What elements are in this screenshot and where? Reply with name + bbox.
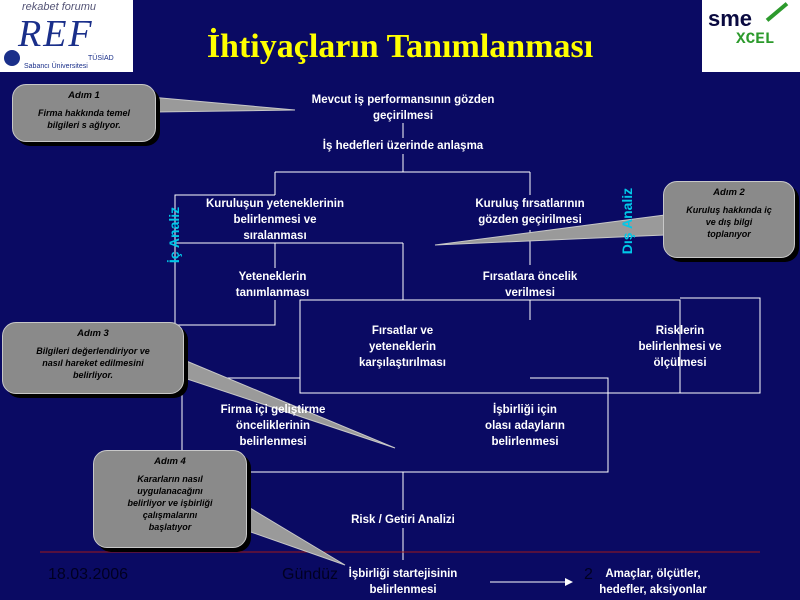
smexcel-logo-x-icon [765,2,789,22]
callout-step-1: Adım 1 Firma hakkında temel bilgileri s … [12,84,156,142]
callout-step-1-title: Adım 1 [68,90,100,101]
smexcel-logo: sme XCEL [702,0,800,72]
callout-step-3: Adım 3 Bilgileri değerlendiriyor ve nası… [2,322,184,394]
node-business-goals: İş hedefleri üzerinde anlaşma [322,140,484,152]
ref-logo: rekabet forumu REF TÜSİAD Sabancı Üniver… [0,0,133,72]
footer-author: Gündüz [282,566,339,583]
callout-step-2: Adım 2 Kuruluş hakkında iç ve dış bilgi … [663,181,795,258]
internal-analysis-label: İç Analiz [166,206,182,264]
ref-logo-tagline: rekabet forumu [22,1,96,13]
footer-page-number: 2 [584,566,593,583]
smexcel-logo-line1: sme [708,6,753,31]
ref-logo-sub1: TÜSİAD [88,55,114,62]
page-title: İhtiyaçların Tanımlanması [206,28,594,65]
callout-step-4: Adım 4 Kararların nasıl uygulanacağını b… [93,450,247,548]
ref-logo-name: REF [18,13,94,55]
footer-date: 18.03.2006 [48,566,129,583]
ref-logo-sub2: Sabancı Üniversitesi [24,63,88,70]
smexcel-logo-line2: XCEL [736,30,775,48]
callout-step-4-title: Adım 4 [154,456,186,467]
ref-logo-globe-icon [4,50,20,66]
callout-step-3-title: Adım 3 [77,328,109,339]
node-goals-actions: Amaçlar, ölçütler,hedefler, aksiyonlar [599,568,707,596]
external-analysis-label: Dış Analiz [619,187,635,255]
node-risk-return: Risk / Getiri Analizi [351,514,455,526]
callout-step-2-title: Adım 2 [713,187,745,198]
